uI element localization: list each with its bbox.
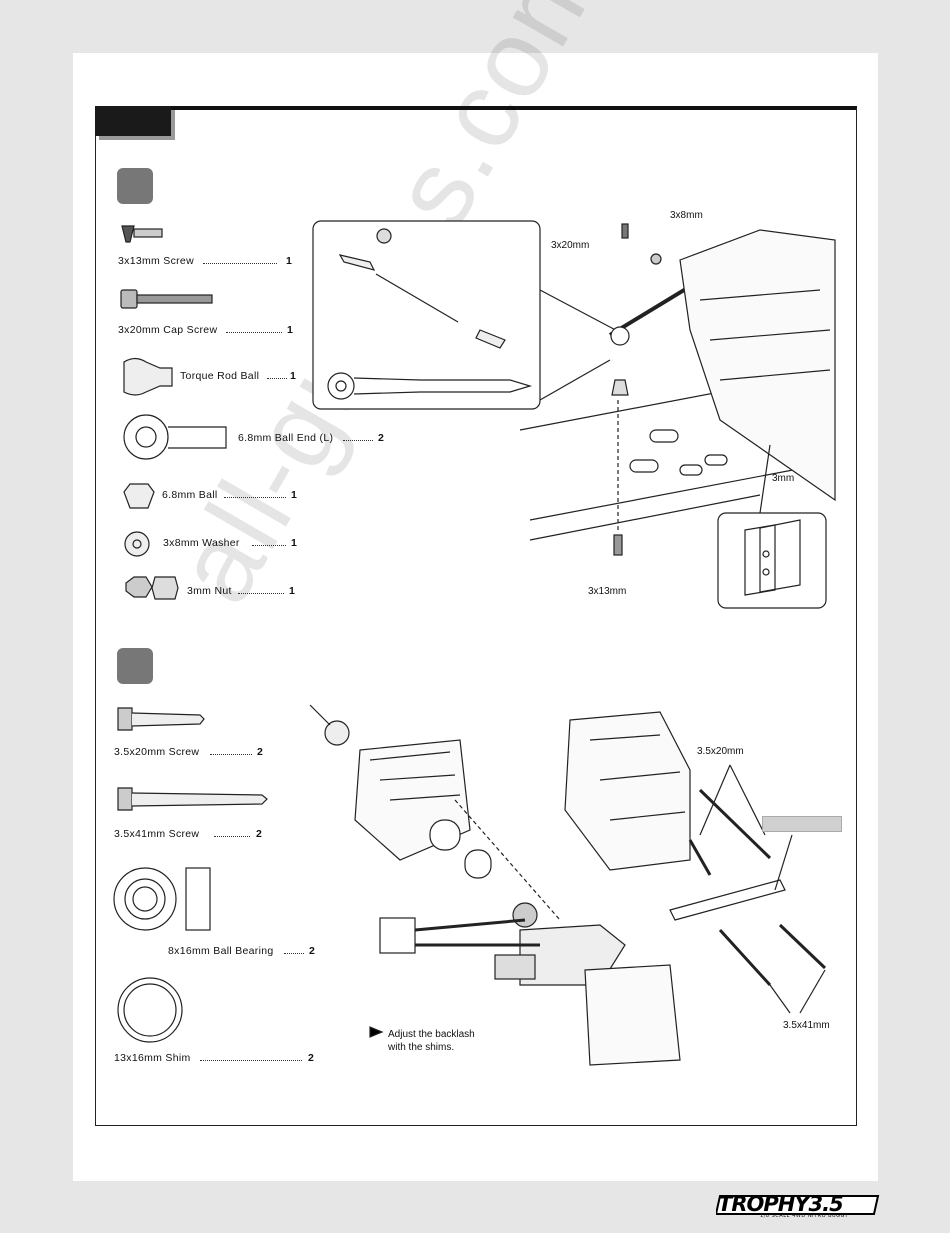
part-label: 3.5x20mm Screw <box>114 746 200 758</box>
callout-3-5x20mm: 3.5x20mm <box>697 746 744 757</box>
callout-3x20mm: 3x20mm <box>551 240 590 251</box>
leader-dots <box>267 378 287 379</box>
callout-3x13mm: 3x13mm <box>588 586 627 597</box>
part-qty: 1 <box>289 585 295 597</box>
backlash-note-line-1: Adjust the backlash <box>388 1029 475 1040</box>
step-1-badge <box>117 168 153 204</box>
part-qty: 2 <box>257 746 263 758</box>
part-qty: 2 <box>256 828 262 840</box>
trophy-logo: TROPHY3.5 1/8 SCALE 4WD NITRO BUGGY <box>716 1192 882 1220</box>
part-qty: 1 <box>286 255 292 267</box>
callout-3mm: 3mm <box>772 473 795 484</box>
leader-dots <box>226 332 282 333</box>
callout-3x8mm: 3x8mm <box>670 210 703 221</box>
part-qty: 1 <box>287 324 293 336</box>
leader-dots <box>214 836 250 837</box>
part-label: 13x16mm Shim <box>114 1052 191 1064</box>
backlash-note: Adjust the backlash with the shims. <box>388 1028 475 1054</box>
part-label: Torque Rod Ball <box>180 370 260 382</box>
part-label: 3x20mm Cap Screw <box>118 324 218 336</box>
part-qty: 2 <box>309 945 315 957</box>
part-label: 3.5x41mm Screw <box>114 828 200 840</box>
leader-dots <box>238 593 284 594</box>
leader-dots <box>252 545 286 546</box>
logo-backdrop <box>716 1195 880 1215</box>
part-qty: 2 <box>308 1052 314 1064</box>
logo-brand: TROPHY <box>718 1192 810 1216</box>
part-label: 3mm Nut <box>187 585 232 597</box>
section-tab <box>95 106 171 136</box>
leader-dots <box>343 440 373 441</box>
step-2-badge <box>117 648 153 684</box>
leader-dots <box>203 263 277 264</box>
backlash-note-line-2: with the shims. <box>388 1042 455 1053</box>
leader-dots <box>284 953 304 954</box>
callout-3-5x41mm: 3.5x41mm <box>783 1020 830 1031</box>
leader-dots <box>200 1060 302 1061</box>
content-frame <box>95 106 857 1126</box>
leader-dots <box>224 497 286 498</box>
part-label: 3x8mm Washer <box>163 537 240 549</box>
part-label: 3x13mm Screw <box>118 255 194 267</box>
part-qty: 1 <box>291 489 297 501</box>
logo-version: 3.5 <box>808 1192 844 1216</box>
part-label: 6.8mm Ball End (L) <box>238 432 334 444</box>
part-qty: 1 <box>291 537 297 549</box>
part-label: 8x16mm Ball Bearing <box>168 945 274 957</box>
part-qty: 1 <box>290 370 296 382</box>
part-label: 6.8mm Ball <box>162 489 218 501</box>
part-code-label <box>762 816 842 832</box>
leader-dots <box>210 754 252 755</box>
logo-wordmark: TROPHY3.5 <box>718 1192 844 1216</box>
logo-tagline: 1/8 SCALE 4WD NITRO BUGGY <box>760 1213 849 1219</box>
part-qty: 2 <box>378 432 384 444</box>
